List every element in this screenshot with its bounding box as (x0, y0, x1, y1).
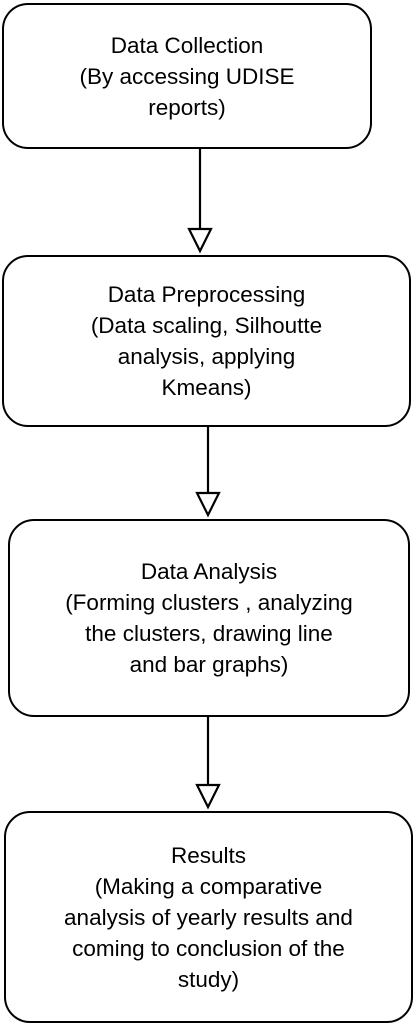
step-detail-line: coming to conclusion of the (72, 935, 345, 961)
step-text: Results (Making a comparative analysis o… (64, 840, 353, 995)
step-detail-line: (Forming clusters , analyzing (65, 590, 353, 615)
step-detail-line: analysis, applying (117, 344, 296, 369)
arrowhead-1 (187, 227, 213, 254)
step-results: Results (Making a comparative analysis o… (4, 811, 413, 1023)
step-detail-line: and bar graphs) (129, 652, 289, 677)
step-title: Data Collection (110, 32, 264, 58)
step-data-analysis: Data Analysis (Forming clusters , analyz… (8, 519, 410, 717)
step-detail-line: (By accessing UDISE (79, 63, 295, 89)
step-detail-line: the clusters, drawing line (85, 621, 333, 646)
step-title: Data Analysis (140, 559, 278, 584)
step-title: Results (170, 842, 246, 868)
step-detail-line: Kmeans) (161, 375, 252, 400)
step-detail-line: study) (177, 966, 240, 992)
step-text: Data Collection (By accessing UDISE repo… (79, 30, 294, 123)
step-detail-line: analysis of yearly results and (64, 904, 353, 930)
step-text: Data Analysis (Forming clusters , analyz… (65, 556, 353, 680)
step-detail-line: reports) (148, 94, 226, 120)
step-data-preprocessing: Data Preprocessing (Data scaling, Silhou… (2, 255, 411, 427)
step-detail-line: (Data scaling, Silhoutte (90, 313, 323, 338)
step-title: Data Preprocessing (107, 282, 306, 307)
arrowhead-3 (195, 783, 221, 810)
arrowhead-2 (195, 491, 221, 518)
step-data-collection: Data Collection (By accessing UDISE repo… (2, 3, 372, 149)
step-detail-line: (Making a comparative (94, 873, 323, 899)
step-text: Data Preprocessing (Data scaling, Silhou… (91, 279, 322, 403)
